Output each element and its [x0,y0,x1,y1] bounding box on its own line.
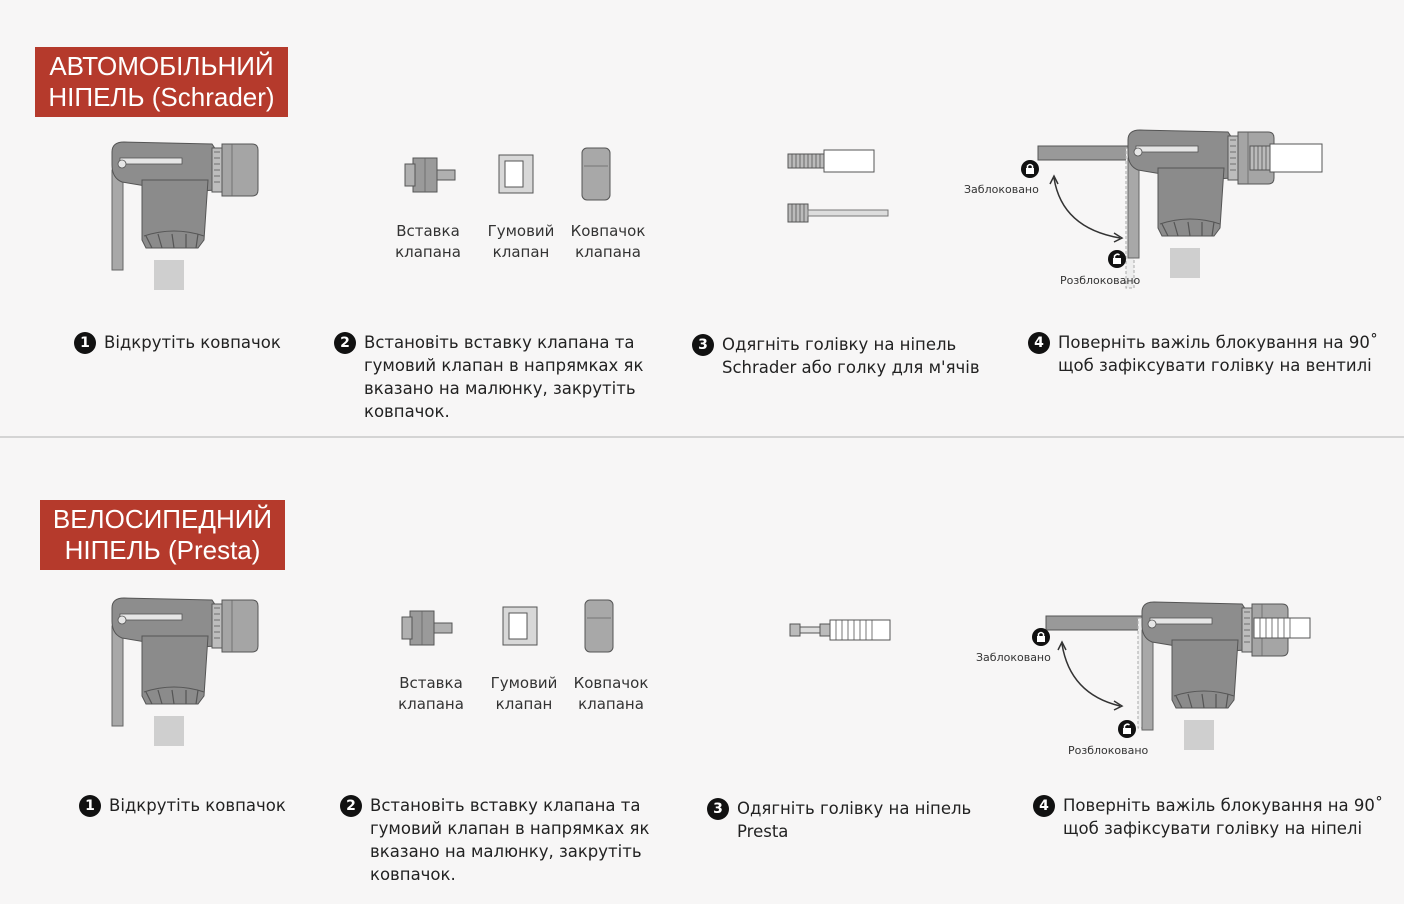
part-label-rubber: Гумовий клапан [482,673,566,715]
part-label-line2: клапан [495,695,553,713]
section-title-line1: ВЕЛОСИПЕДНИЙ [52,504,273,534]
unlocked-label: Розблоковано [1068,744,1149,757]
step-1: 1 Відкрутіть ковпачок [79,794,329,817]
step-text: Поверніть важіль блокування на 90˚ щоб з… [1058,333,1379,375]
part-label-line1: Гумовий [487,222,555,240]
lock-icon [1031,627,1051,647]
pump-head-illustration [111,141,259,291]
step-number: 3 [692,334,714,356]
part-label-line2: клапана [578,695,644,713]
part-label-line2: клапана [575,243,641,261]
step-number: 3 [707,798,729,820]
step-text: Відкрутіть ковпачок [104,333,281,352]
part-label-line1: Ковпачок [573,674,649,692]
valve-cap-illustration [584,599,614,653]
part-label-line2: клапана [398,695,464,713]
step-4: 4 Поверніть важіль блокування на 90˚ щоб… [1033,794,1398,840]
locked-label: Заблоковано [964,183,1039,196]
step-text: Встановіть вставку клапана та гумовий кл… [364,333,644,421]
valve-cap-illustration [581,147,611,201]
step-4: 4 Поверніть важіль блокування на 90˚ щоб… [1028,331,1398,377]
step-1: 1 Відкрутіть ковпачок [74,331,324,354]
section-divider [0,436,1404,438]
unlocked-label: Розблоковано [1060,274,1141,287]
step-2: 2 Встановіть вставку клапана та гумовий … [334,331,664,423]
pump-head-illustration [111,597,259,747]
step-text: Встановіть вставку клапана та гумовий кл… [370,796,650,884]
part-label-line2: клапана [395,243,461,261]
part-label-line1: Вставка [399,674,463,692]
ball-needle-illustration [787,203,889,223]
section-title-line2: НІПЕЛЬ (Schrader) [48,82,275,112]
part-label-insert: Вставка клапана [386,221,470,263]
lock-icon [1020,159,1040,179]
section-title-presta: ВЕЛОСИПЕДНИЙ НІПЕЛЬ (Presta) [40,500,285,570]
section-title-schrader: АВТОМОБІЛЬНИЙ НІПЕЛЬ (Schrader) [35,47,288,117]
pump-lock-illustration [1037,129,1323,289]
unlock-icon [1107,249,1127,269]
locked-label: Заблоковано [976,651,1051,664]
step-text: Відкрутіть ковпачок [109,796,286,815]
valve-insert-illustration [401,610,453,646]
pump-lock-illustration [1045,601,1311,751]
step-number: 4 [1028,332,1050,354]
part-label-cap: Ковпачок клапана [569,673,653,715]
step-text: Поверніть важіль блокування на 90˚ щоб з… [1063,796,1384,838]
valve-insert-illustration [404,157,456,193]
schrader-adapter-illustration [787,149,875,173]
part-label-line1: Ковпачок [570,222,646,240]
step-3: 3 Одягніть голівку на ніпель Presta [707,797,1007,843]
step-number: 2 [334,332,356,354]
rubber-valve-illustration [498,154,534,194]
part-label-line1: Гумовий [490,674,558,692]
step-text: Одягніть голівку на ніпель Schrader або … [722,335,980,377]
step-2: 2 Встановіть вставку клапана та гумовий … [340,794,670,886]
step-3: 3 Одягніть голівку на ніпель Schrader аб… [692,333,1012,379]
rubber-valve-illustration [502,606,538,646]
part-label-cap: Ковпачок клапана [566,221,650,263]
presta-adapter-illustration [789,619,891,641]
part-label-rubber: Гумовий клапан [479,221,563,263]
step-number: 2 [340,795,362,817]
part-label-line2: клапан [492,243,550,261]
step-number: 1 [74,332,96,354]
section-title-line1: АВТОМОБІЛЬНИЙ [49,51,274,81]
part-label-line1: Вставка [396,222,460,240]
step-text: Одягніть голівку на ніпель Presta [737,799,972,841]
section-title-line2: НІПЕЛЬ (Presta) [64,535,261,565]
step-number: 1 [79,795,101,817]
unlock-icon [1117,719,1137,739]
step-number: 4 [1033,795,1055,817]
part-label-insert: Вставка клапана [389,673,473,715]
